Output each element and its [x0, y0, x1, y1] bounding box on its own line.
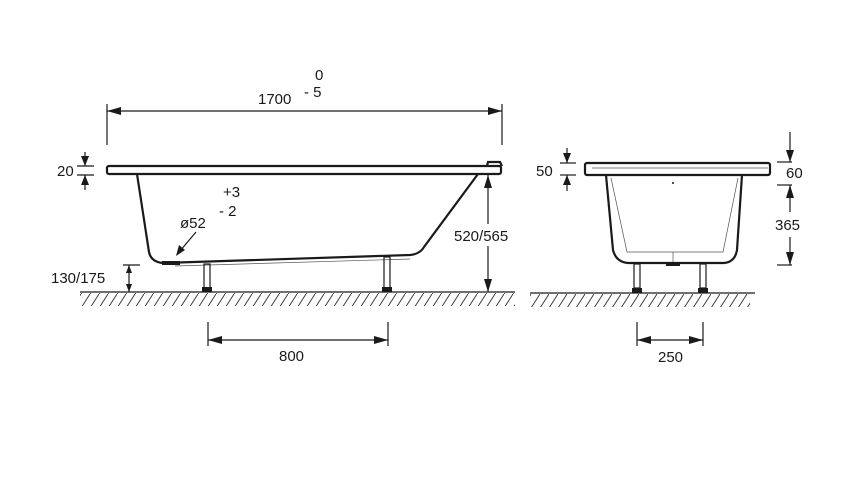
drain-tol-lower: - 2: [219, 203, 237, 220]
leg-spacing-label: 800: [279, 348, 304, 365]
drain-label: ø52: [180, 215, 206, 232]
leg: [203, 263, 211, 289]
end-view: 50 60 365 250: [530, 132, 803, 366]
dimension-end-leg-spacing: 250: [636, 322, 704, 366]
drain-tol-upper: +3: [223, 184, 240, 201]
floor-clearance-label: 130/175: [51, 270, 105, 287]
floor-hatching: [530, 294, 750, 307]
rim-thickness-label: 20: [57, 163, 74, 180]
length-label: 1700: [258, 91, 291, 108]
leg: [699, 263, 707, 289]
floor-hatching: [80, 293, 515, 306]
dimension-length: 1700 0 - 5: [106, 67, 503, 145]
end-rim-thickness-label: 50: [536, 163, 553, 180]
dimension-depth: 365: [775, 184, 800, 266]
rim-height-label: 60: [786, 165, 803, 182]
dimension-rim-height: 60: [777, 132, 803, 182]
depth-label: 365: [775, 217, 800, 234]
dimension-height: 520/565: [454, 175, 508, 292]
leg: [383, 256, 391, 289]
bathtub-end-outline: [583, 161, 772, 293]
leg: [633, 263, 641, 289]
height-label: 520/565: [454, 228, 508, 245]
dimension-floor-clearance: 130/175: [51, 264, 140, 292]
side-view: 1700 0 - 5 20 ø52 +3 - 2 5: [51, 67, 515, 365]
dimension-rim-thickness: 20: [57, 152, 94, 190]
length-tol-upper: 0: [315, 67, 323, 84]
dimension-leg-spacing: 800: [207, 322, 389, 365]
dimension-end-rim-thickness: 50: [536, 148, 576, 191]
dimension-drain: ø52 +3 - 2: [176, 184, 240, 256]
end-leg-spacing-label: 250: [658, 349, 683, 366]
bathtub-side-outline: [105, 160, 503, 292]
length-tol-lower: - 5: [304, 84, 322, 101]
